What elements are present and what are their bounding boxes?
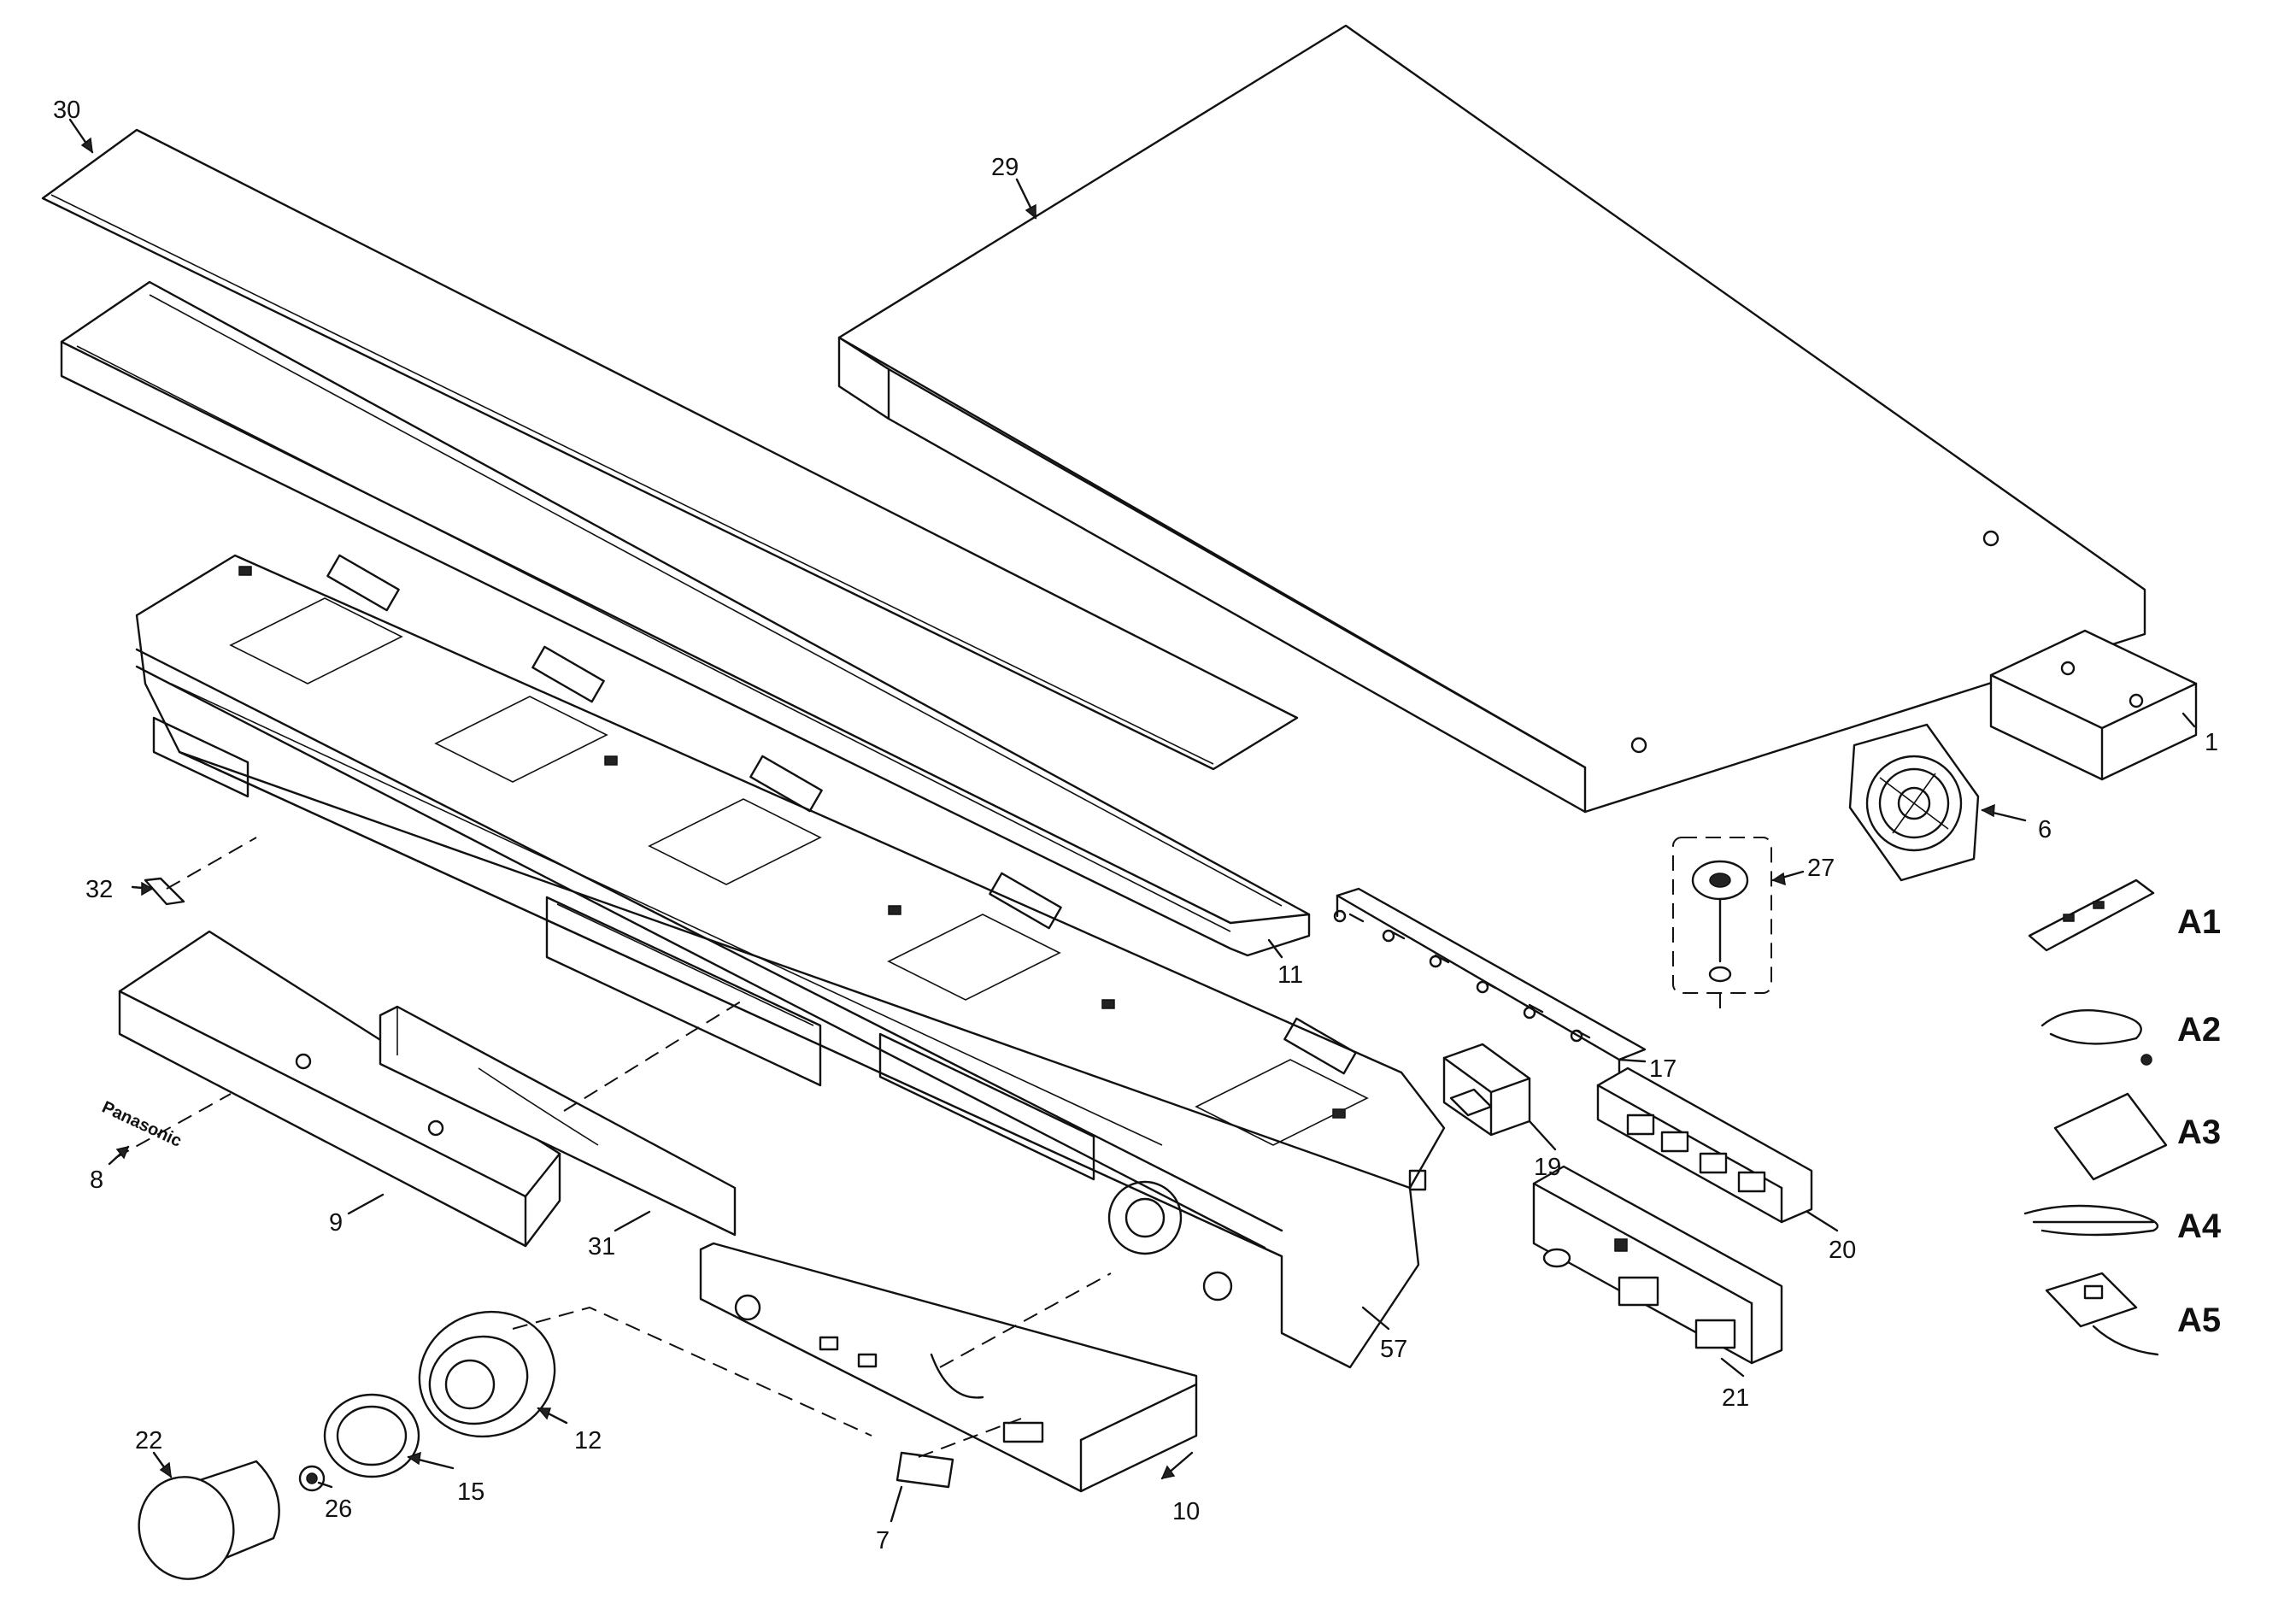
accessory-a5-antenna bbox=[2045, 1272, 2159, 1356]
callout-19: 19 bbox=[1534, 1154, 1561, 1181]
assembly-guide-lines bbox=[115, 837, 1721, 1458]
accessory-a2-cord bbox=[2041, 1008, 2152, 1066]
part-22-knob bbox=[138, 1460, 280, 1580]
accessory-a1-remote bbox=[2028, 879, 2155, 952]
callout-7: 7 bbox=[876, 1527, 890, 1554]
callout-10: 10 bbox=[1172, 1498, 1200, 1525]
callout-20: 20 bbox=[1829, 1237, 1856, 1264]
label-a5: A5 bbox=[2177, 1302, 2221, 1339]
label-a3: A3 bbox=[2177, 1114, 2221, 1151]
part-57-main-chassis bbox=[135, 554, 1446, 1369]
callout-32: 32 bbox=[85, 876, 113, 903]
callout-57: 57 bbox=[1380, 1336, 1407, 1363]
part-20-jack-board bbox=[1596, 1067, 1813, 1224]
accessory-a3-card bbox=[2053, 1092, 2168, 1181]
callout-12: 12 bbox=[574, 1427, 602, 1454]
callout-9: 9 bbox=[329, 1209, 343, 1237]
callout-31: 31 bbox=[588, 1233, 615, 1260]
part-6-fan bbox=[1848, 723, 1980, 882]
callout-17: 17 bbox=[1649, 1055, 1676, 1083]
part-12-knob-bezel bbox=[418, 1310, 556, 1438]
callout-15: 15 bbox=[457, 1478, 484, 1506]
callout-6: 6 bbox=[2038, 816, 2052, 843]
callout-30: 30 bbox=[53, 97, 80, 124]
part-32-clip bbox=[144, 877, 185, 906]
part-15-ring bbox=[323, 1393, 420, 1478]
part-7-label bbox=[895, 1451, 954, 1489]
part-9-front-frame bbox=[118, 930, 561, 1248]
label-a4: A4 bbox=[2177, 1208, 2222, 1245]
callout-11: 11 bbox=[1277, 961, 1303, 989]
label-a2: A2 bbox=[2177, 1011, 2221, 1049]
part-21-switch-board bbox=[1532, 1165, 1783, 1365]
accessory-labels: A1 A2 A3 A4 A5 bbox=[2177, 903, 2222, 1339]
part-17-terminal-strip bbox=[1333, 887, 1647, 1077]
callout-8: 8 bbox=[90, 1166, 103, 1194]
accessory-a4-cable bbox=[2023, 1204, 2159, 1237]
callout-29: 29 bbox=[991, 154, 1019, 181]
callout-26: 26 bbox=[325, 1496, 352, 1523]
part-1-bracket bbox=[1989, 629, 2198, 781]
callout-27: 27 bbox=[1807, 855, 1835, 882]
part-10-front-panel bbox=[699, 1242, 1198, 1493]
callout-22: 22 bbox=[135, 1427, 162, 1454]
callout-leaders bbox=[68, 118, 2196, 1523]
callout-1: 1 bbox=[2205, 729, 2218, 756]
part-11-upper-tray bbox=[60, 280, 1311, 957]
part-29-top-cover bbox=[837, 24, 2146, 814]
callout-21: 21 bbox=[1722, 1384, 1749, 1412]
part-30-top-plate bbox=[41, 128, 1299, 771]
part-31-display-window bbox=[379, 1005, 737, 1237]
part-19-jack bbox=[1442, 1043, 1531, 1137]
part-26-nut bbox=[298, 1465, 326, 1492]
part-27-foot bbox=[1672, 837, 1772, 994]
callout-numbers: 30 29 1 6 27 11 17 19 20 21 57 32 8 9 31… bbox=[53, 97, 2218, 1554]
label-a1: A1 bbox=[2177, 903, 2221, 941]
